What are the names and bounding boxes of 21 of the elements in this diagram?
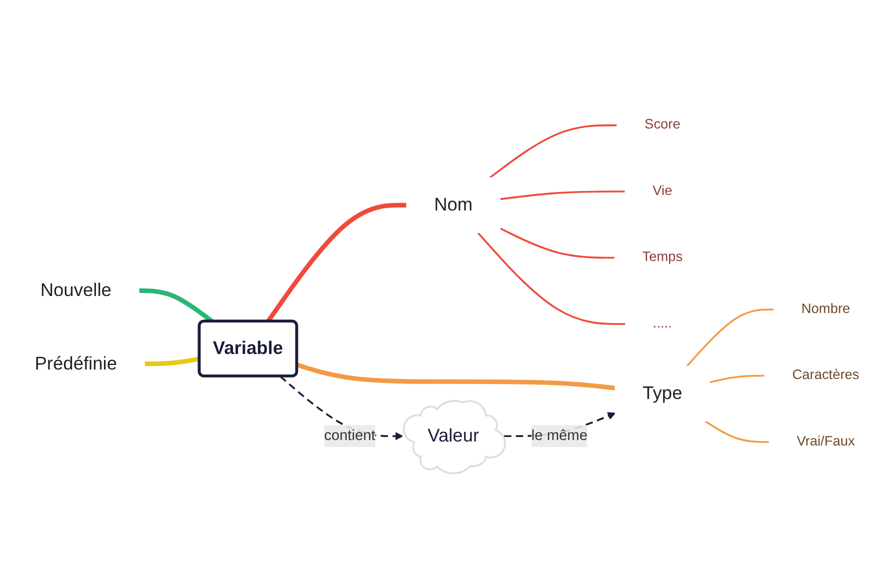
edge-label: contient: [324, 428, 376, 444]
connector: [709, 374, 765, 383]
edge-label: le même: [531, 428, 588, 444]
connector: [500, 227, 615, 258]
node-text: Nom: [434, 194, 473, 215]
node-text: .....: [652, 315, 672, 331]
node-text: Nouvelle: [40, 280, 112, 300]
node-text: Vie: [652, 182, 672, 198]
node-text: Temps: [642, 248, 683, 265]
node-text: Vrai/Faux: [796, 433, 855, 449]
node-text: Caractères: [792, 367, 860, 383]
connector: [477, 232, 626, 325]
connector: [704, 420, 770, 443]
connector: [686, 308, 774, 367]
connector: [296, 362, 616, 390]
connector: [489, 124, 618, 178]
node-text: Type: [642, 383, 682, 404]
node-text: Score: [644, 116, 680, 132]
node-text: Prédéfinie: [34, 353, 118, 374]
connector: [500, 190, 626, 200]
node-text: Nombre: [801, 300, 850, 316]
